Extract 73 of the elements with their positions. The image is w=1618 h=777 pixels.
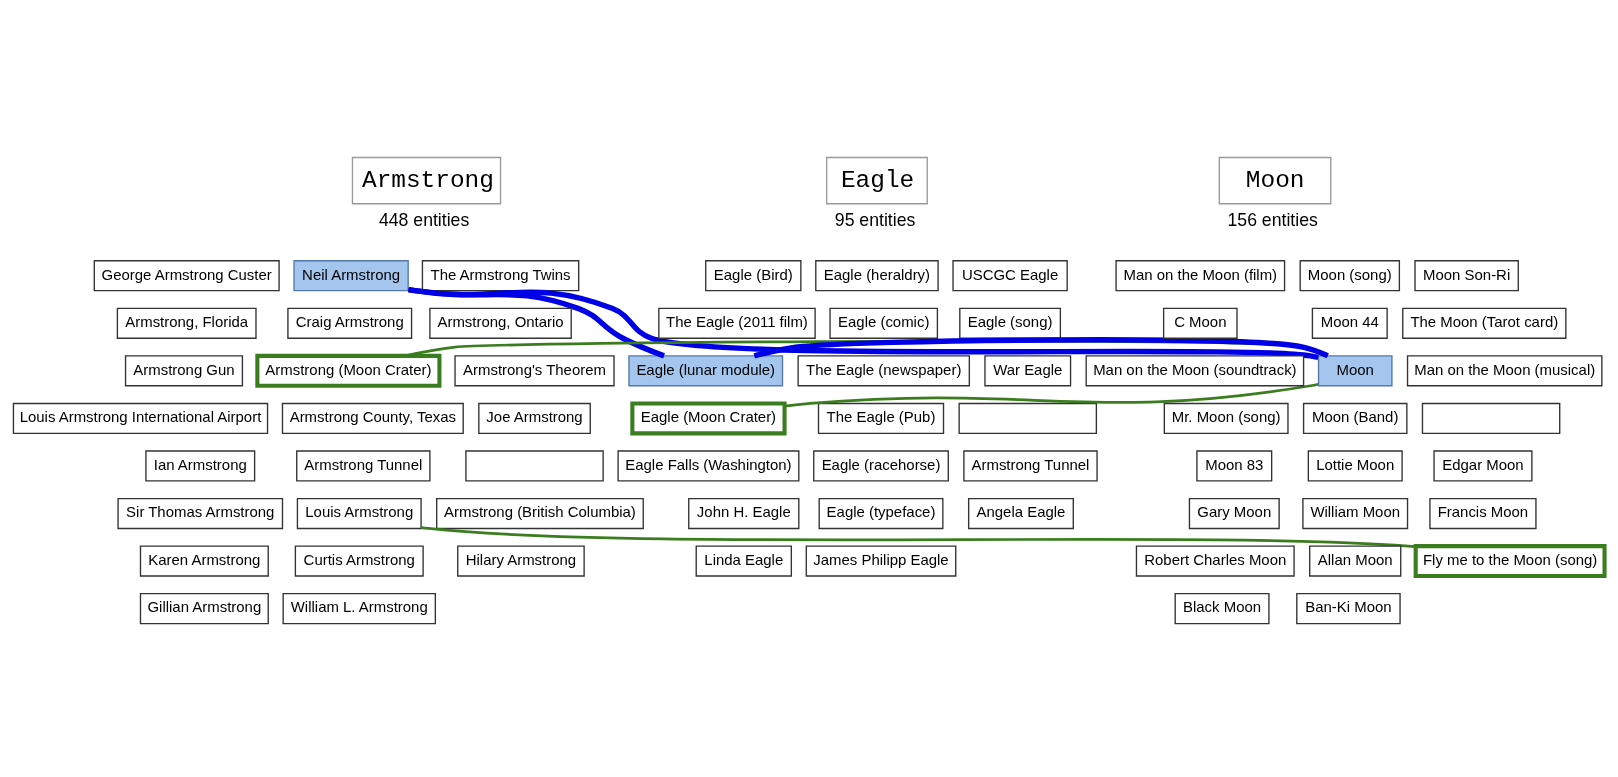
node-box: Moon 83 (1196, 450, 1273, 482)
connector (753, 337, 1329, 359)
node-box: Eagle (comic) (829, 307, 939, 339)
node-box: Moon (1317, 355, 1393, 387)
node-box: Armstrong County, Texas (281, 402, 464, 434)
node-box: Craig Armstrong (287, 307, 413, 339)
node-box: War Eagle (984, 355, 1072, 387)
node-box: The Eagle (Pub) (817, 402, 945, 434)
node-box: USCGC Eagle (952, 260, 1068, 292)
node-box: Armstrong, Florida (116, 307, 257, 339)
node-box: Eagle (Moon Crater) (630, 401, 787, 436)
connector (408, 286, 1319, 361)
node-box: Armstrong, Ontario (429, 307, 572, 339)
node-box: Black Moon (1174, 593, 1270, 625)
node-box (958, 402, 1098, 434)
node-box: Armstrong (Moon Crater) (255, 353, 442, 388)
node-box: Moon (song) (1299, 260, 1401, 292)
node-box (1421, 402, 1561, 434)
node-box: Eagle (Bird) (705, 260, 802, 292)
node-box: Joe Armstrong (478, 402, 591, 434)
node-box: Allan Moon (1309, 545, 1402, 577)
node-box: The Moon (Tarot card) (1402, 307, 1567, 339)
node-box: Eagle (lunar module) (628, 355, 784, 387)
node-box: Man on the Moon (film) (1115, 260, 1286, 292)
node-box: Curtis Armstrong (294, 545, 424, 577)
node-box: Eagle Falls (Washington) (617, 450, 800, 482)
node-box: Man on the Moon (musical) (1406, 355, 1603, 387)
node-box: Man on the Moon (soundtrack) (1085, 355, 1305, 387)
node-box: Gary Moon (1188, 497, 1280, 530)
node-box: C Moon (1162, 307, 1238, 339)
node-box: Ban-Ki Moon (1296, 593, 1401, 625)
node-box: Eagle (heraldry) (815, 260, 939, 292)
node-box: Hilary Armstrong (457, 545, 585, 577)
node-box: Eagle (song) (959, 307, 1062, 339)
node-box: John H. Eagle (688, 497, 800, 530)
node-box: William L. Armstrong (282, 593, 436, 625)
node-box: James Philipp Eagle (805, 545, 957, 577)
node-label: 95 entities (834, 209, 916, 230)
node-box: Eagle (racehorse) (813, 450, 949, 482)
node-box: Armstrong Tunnel (963, 450, 1098, 482)
node-box: Lottie Moon (1307, 450, 1403, 482)
node-box: Louis Armstrong (296, 497, 422, 530)
node-box: Armstrong Tunnel (296, 450, 431, 482)
node-box: William Moon (1302, 497, 1409, 530)
node-box: Armstrong's Theorem (454, 355, 615, 387)
node-label: 156 entities (1227, 209, 1318, 230)
node-label: 448 entities (378, 209, 470, 230)
node-box: Linda Eagle (695, 545, 792, 577)
node-box: The Eagle (newspaper) (797, 355, 970, 387)
node-box: Gillian Armstrong (139, 593, 269, 625)
node-box: Edgar Moon (1433, 450, 1533, 482)
node-box: Moon 44 (1311, 307, 1388, 339)
node-box: Francis Moon (1429, 497, 1537, 530)
connector (784, 382, 1319, 408)
node-box: Armstrong (British Columbia) (436, 497, 644, 530)
node-box (465, 450, 604, 482)
node-box: George Armstrong Custer (93, 260, 280, 292)
node-box: Armstrong Gun (124, 355, 244, 387)
node-box: Moon Son-Ri (1414, 260, 1519, 292)
node-box: Sir Thomas Armstrong (117, 497, 284, 530)
node-box: Neil Armstrong (293, 260, 409, 292)
node-box: The Armstrong Twins (421, 260, 580, 292)
node-box: Fly me to the Moon (song) (1413, 544, 1607, 579)
node-box: Karen Armstrong (139, 545, 269, 577)
node-box: Robert Charles Moon (1135, 545, 1295, 577)
node-box: Mr. Moon (song) (1163, 402, 1289, 434)
connector (421, 526, 1416, 549)
node-box: Angela Eagle (967, 497, 1074, 530)
node-box: Louis Armstrong International Airport (12, 402, 269, 434)
node-box: Eagle (typeface) (818, 497, 944, 530)
node-box: Moon (Band) (1302, 402, 1408, 434)
node-box: The Eagle (2011 film) (658, 307, 816, 339)
node-box: Ian Armstrong (145, 450, 256, 482)
